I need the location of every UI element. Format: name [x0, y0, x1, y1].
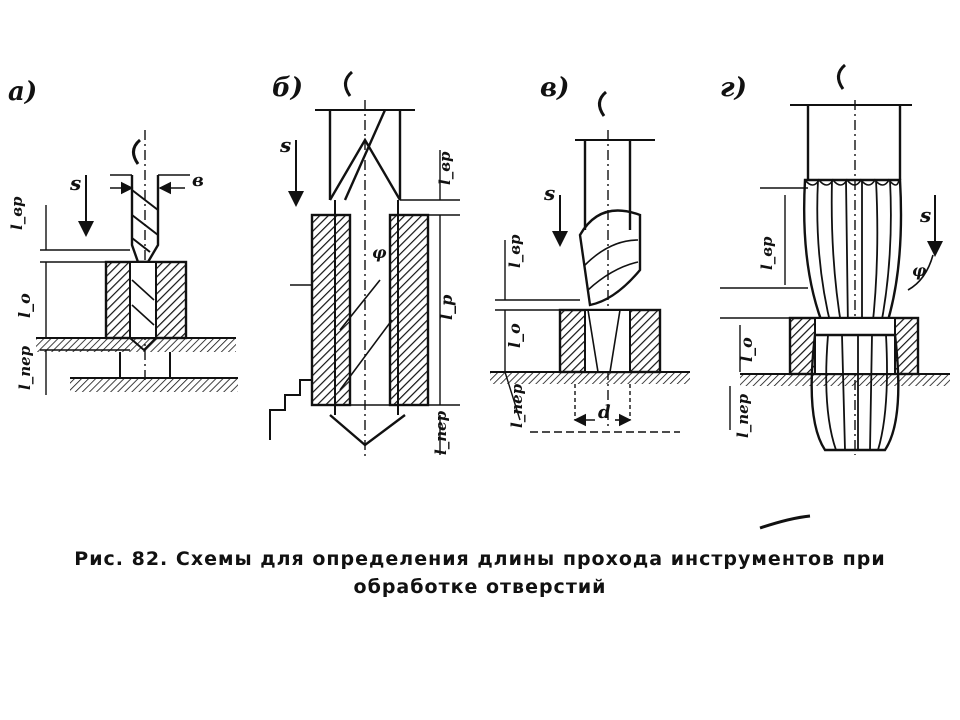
panel-d-phi: φ — [912, 261, 927, 280]
panel-a-l-vr: l_вр — [8, 196, 26, 230]
panel-c-l-vr: l_вр — [506, 234, 524, 268]
panel-a-l-per: l_пер — [16, 345, 34, 390]
panel-b-l-vr: l_вр — [436, 151, 454, 185]
panel-a-b-label: в — [192, 170, 204, 191]
panel-c-l-per: l_пер — [508, 383, 526, 428]
panel-c-letter: в) — [540, 73, 569, 103]
panel-c-d-label: d — [598, 402, 611, 423]
panel-a-feed-label: s — [69, 171, 81, 195]
panel-b-l-r: l_р — [437, 295, 456, 320]
panel-b-phi: φ — [372, 243, 387, 262]
panel-d-feed-label: s — [919, 203, 931, 227]
panel-b-drilling-through: б) — [269, 70, 460, 460]
panel-a-letter: а) — [8, 77, 37, 107]
panel-d-l-o: l_о — [737, 337, 756, 362]
panel-d-l-per: l_пер — [734, 393, 752, 438]
panel-a-drilling: а) — [8, 77, 238, 395]
panel-d-l-vr: l_вр — [758, 236, 776, 270]
panel-c-countersinking: в) — [490, 73, 690, 433]
panel-b-letter: б) — [272, 73, 303, 103]
panel-b-feed-label: s — [279, 133, 291, 157]
panel-b-l-per: l_пер — [432, 410, 450, 455]
figure-caption-line2: обработке отверстий — [353, 576, 607, 598]
panel-d-letter: г) — [720, 73, 747, 103]
panel-c-feed-label: s — [543, 181, 555, 205]
panel-c-l-o: l_о — [505, 323, 524, 348]
scan-smudge — [759, 514, 811, 530]
panel-a-l-o: l_о — [15, 293, 34, 318]
figure-caption-line1: Рис. 82. Схемы для определения длины про… — [74, 548, 886, 570]
panel-d-reaming: г) — [720, 63, 950, 455]
